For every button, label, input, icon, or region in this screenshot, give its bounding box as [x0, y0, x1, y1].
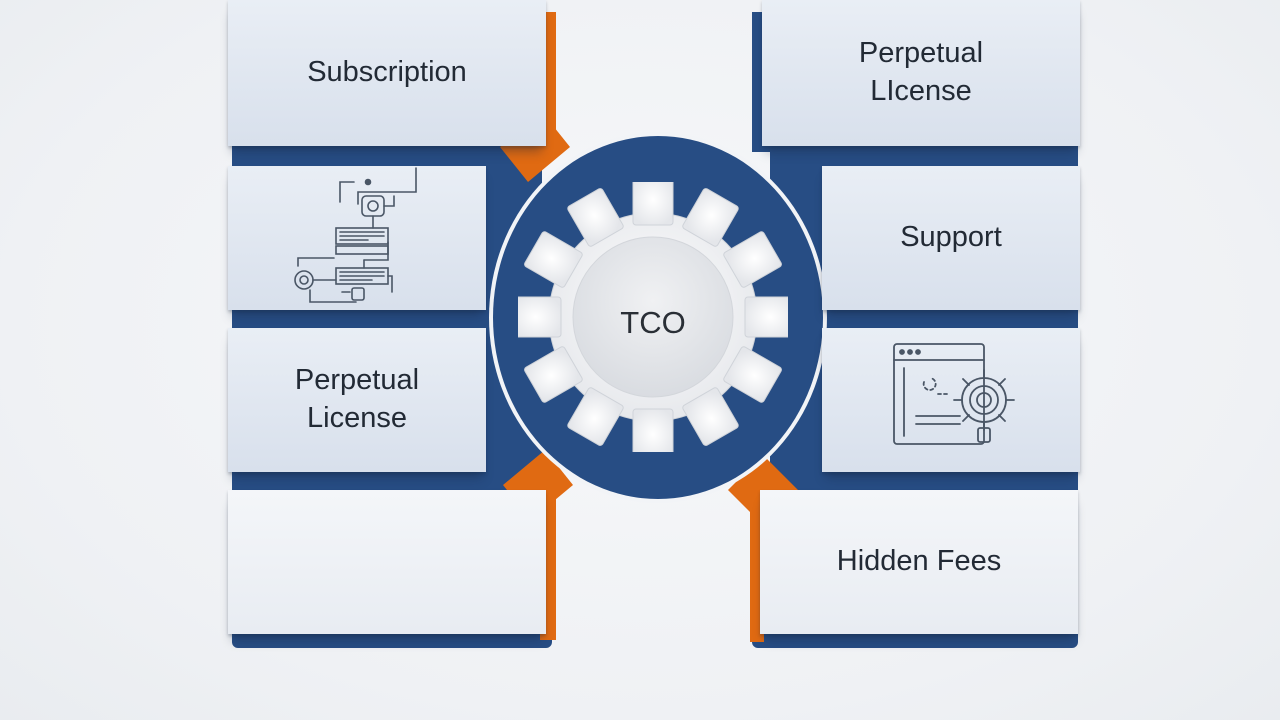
card-subscription-label: Subscription	[307, 56, 467, 89]
workflow-diagram-icon	[294, 167, 417, 303]
gear-icon	[518, 182, 788, 452]
card-hidden-fees-label: Hidden Fees	[836, 545, 1002, 578]
hub-label: TCO	[620, 305, 686, 340]
card-hidden-fees: Hidden Fees	[760, 490, 1078, 634]
card-perpetual-license-left-label: Perpetual License	[294, 364, 420, 434]
card-support-label: Support	[900, 221, 1002, 254]
software-settings-window-icon	[893, 343, 1015, 445]
card-perpetual-license-right: Perpetual LIcense	[762, 0, 1080, 146]
card-workflow	[228, 166, 486, 310]
card-perpetual-license-right-label: Perpetual LIcense	[858, 37, 984, 107]
card-subscription: Subscription	[228, 0, 546, 146]
card-support: Support	[822, 166, 1080, 310]
card-perpetual-license-left: Perpetual License	[228, 328, 486, 472]
card-empty	[228, 490, 546, 634]
card-software-settings	[822, 328, 1080, 472]
